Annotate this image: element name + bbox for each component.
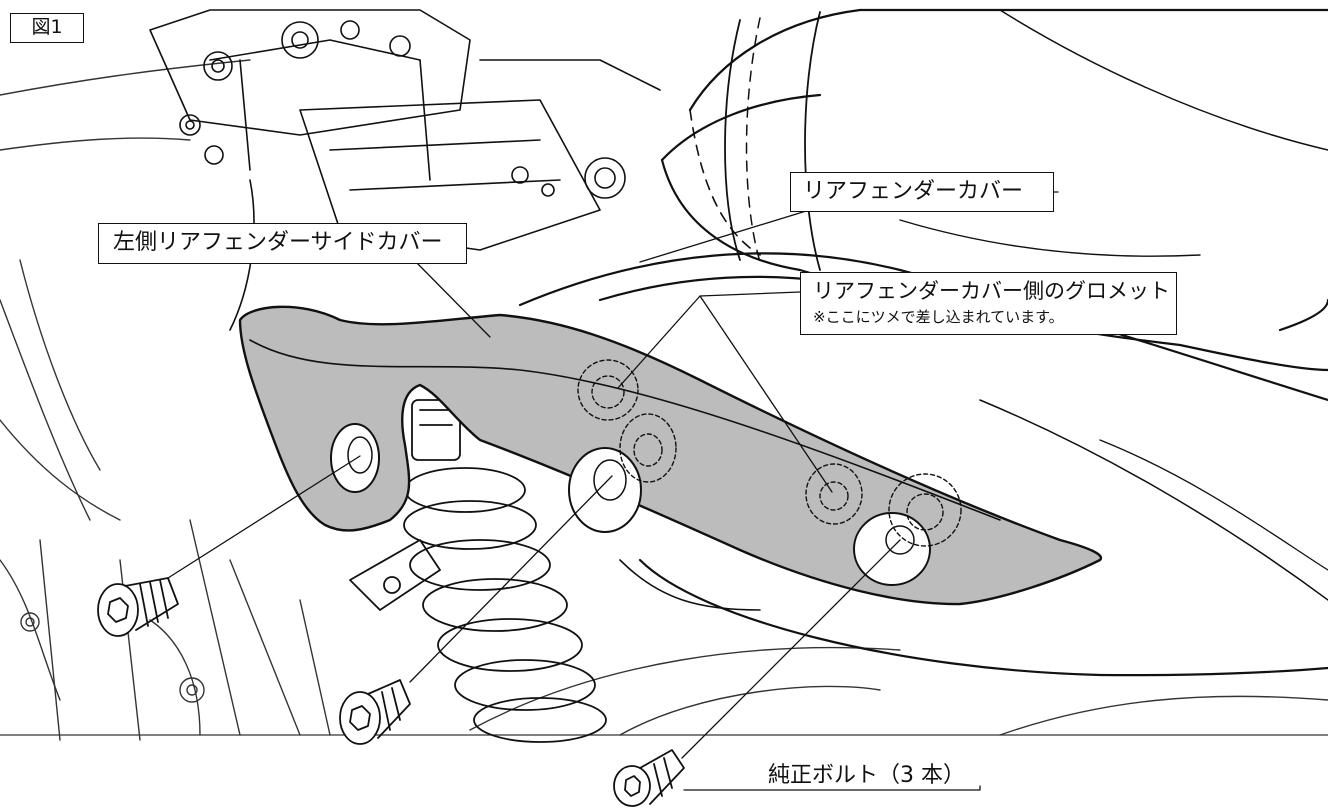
grommet-icon: [577, 359, 962, 547]
rear-fender-cover-shape: [518, 8, 1328, 677]
battery-box-linework: [149, 9, 661, 331]
bolt-1: [97, 577, 179, 637]
callout-grommet: リアフェンダーカバー側のグロメット ※ここにツメで差し込まれています。: [800, 272, 1177, 335]
bolt-3: [613, 749, 685, 807]
hex-socket-bolt-icon: [97, 577, 685, 807]
bolt-2: [339, 679, 411, 745]
callout-rear-fender-cover: リアフェンダーカバー: [790, 172, 1054, 212]
chassis-linework: [0, 59, 1328, 741]
callout-bolts: 純正ボルト（3 本）: [768, 763, 965, 788]
callout-grommet-note: ※ここにツメで差し込まれています。: [813, 308, 1064, 326]
shock-absorber-spring-icon: [349, 399, 607, 743]
figure-label: 図1: [10, 13, 84, 43]
left-side-cover-part: [238, 305, 1103, 611]
callout-grommet-title: リアフェンダーカバー側のグロメット: [813, 279, 1170, 303]
callout-left-side-cover: 左側リアフェンダーサイドカバー: [98, 223, 467, 264]
